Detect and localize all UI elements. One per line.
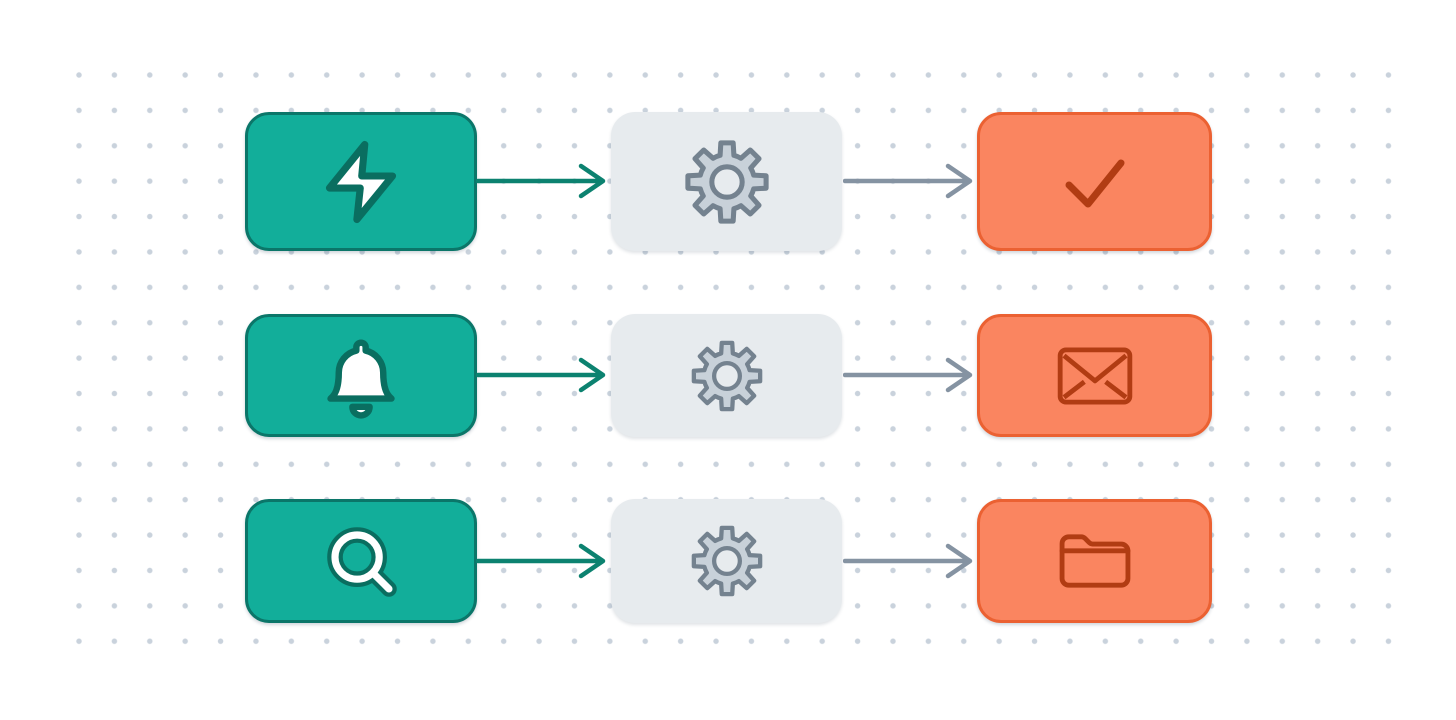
process-node-gear [611,314,842,437]
gear-icon [691,340,762,411]
arrow-right-icon [476,357,606,393]
output-node-folder [977,499,1212,623]
process-node-gear [611,112,842,251]
mail-icon [1057,346,1132,405]
output-node-check [977,112,1212,251]
arrow-right-icon [476,543,606,579]
arrow-right-icon [843,357,973,393]
arrow-right-icon [843,163,973,199]
gear-icon [691,525,762,597]
source-node-zap [245,112,477,251]
gear-icon [684,139,769,224]
source-node-search [245,499,477,623]
search-icon [327,527,397,597]
arrow-right-icon [843,543,973,579]
process-node-gear [611,499,842,623]
bell-icon [327,339,395,419]
source-node-bell [245,314,477,437]
check-icon [1065,159,1124,207]
folder-icon [1059,534,1130,588]
zap-icon [325,140,397,223]
output-node-mail [977,314,1212,437]
arrow-right-icon [476,163,606,199]
